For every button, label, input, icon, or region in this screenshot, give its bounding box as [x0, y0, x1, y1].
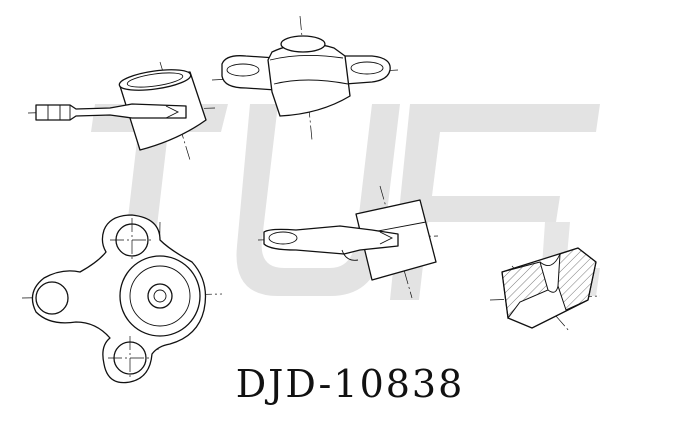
three-hole-flange-top-view: [21, 214, 223, 384]
housing-section-view: [489, 247, 601, 333]
flange-housing-side-view: [211, 15, 399, 141]
ball-pin-view: [27, 61, 216, 161]
part-number-label: DJD-10838: [235, 362, 465, 406]
assembled-joint-view: [257, 185, 439, 299]
